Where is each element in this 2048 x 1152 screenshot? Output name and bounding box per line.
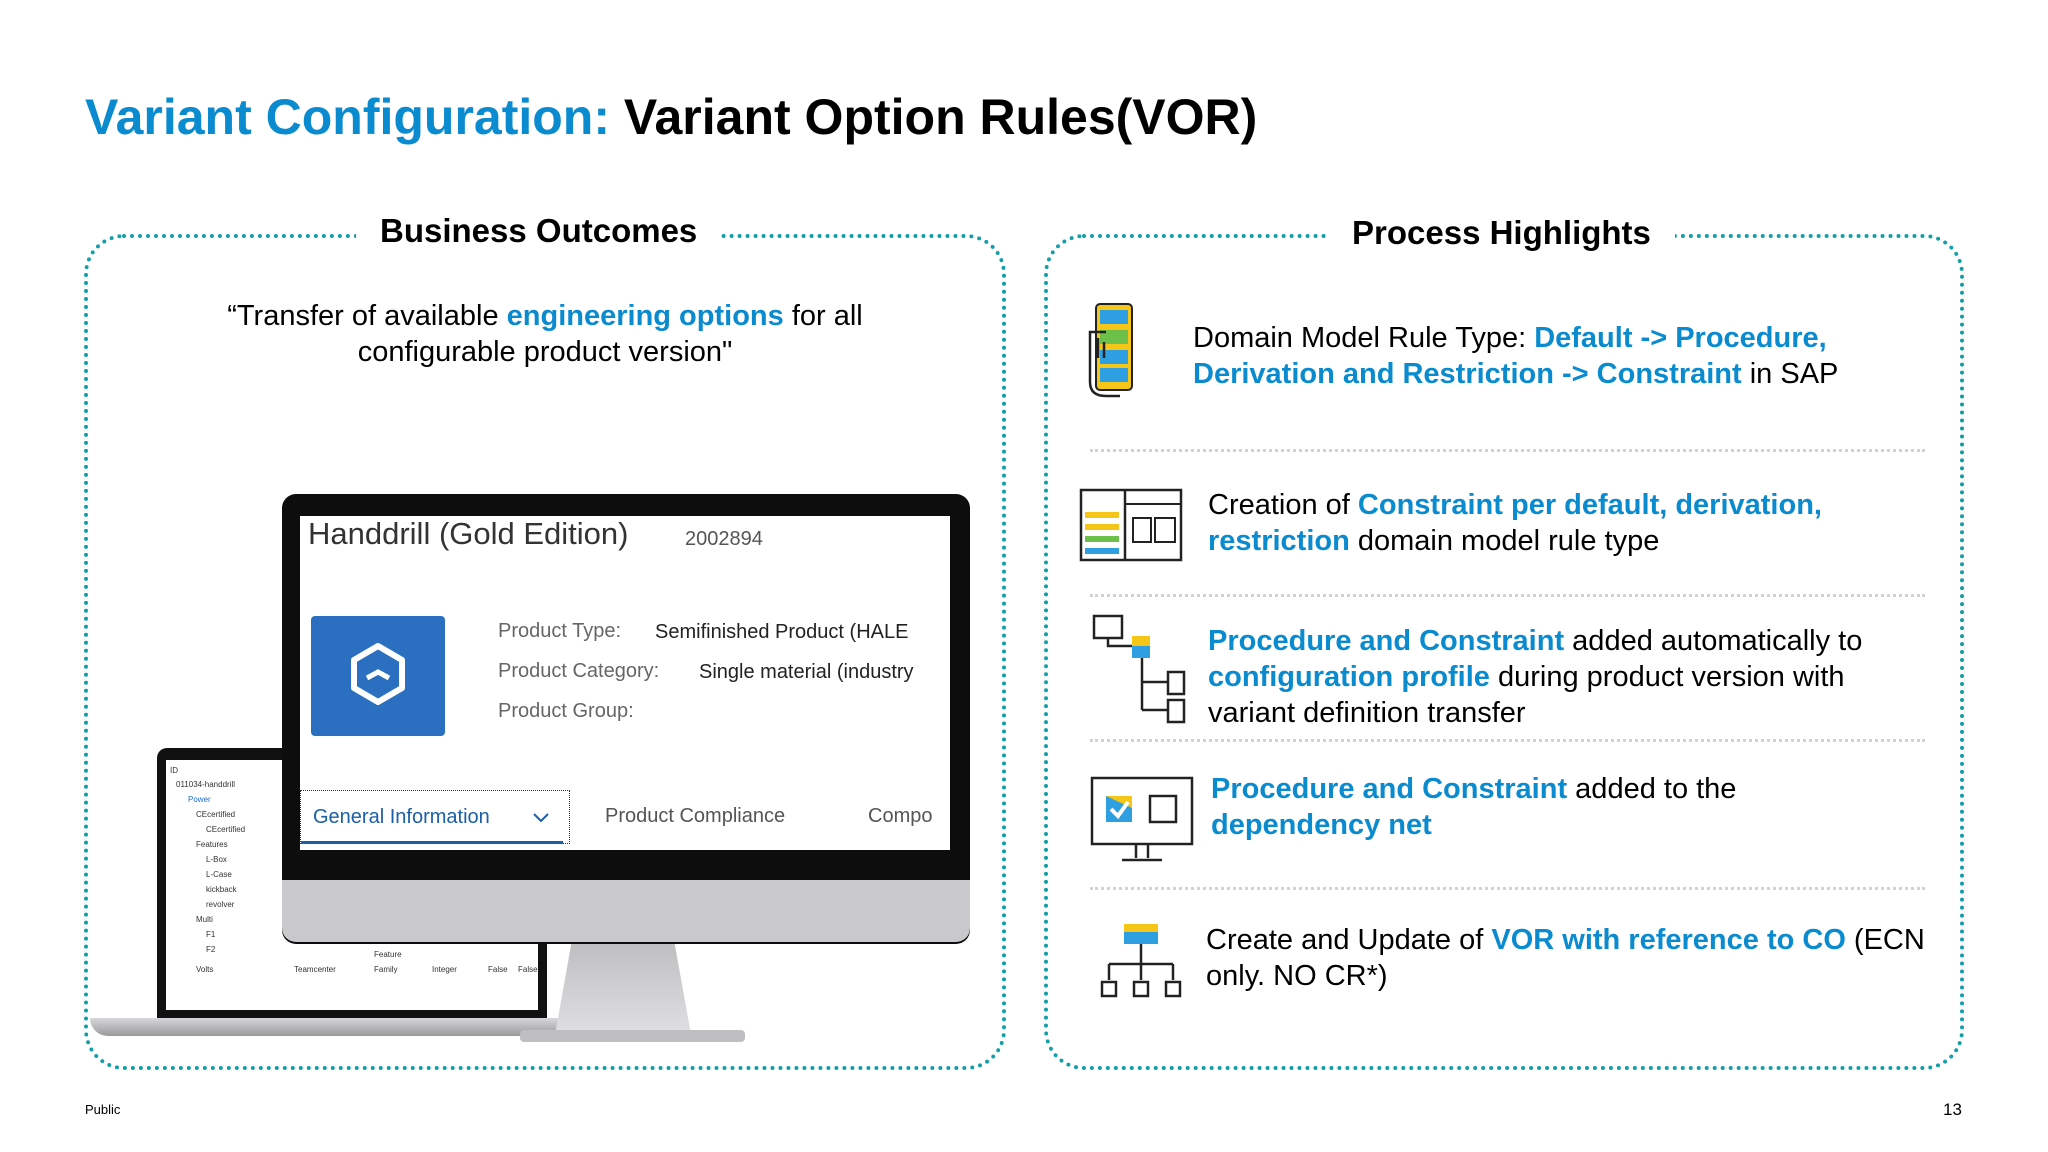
constraint-window-icon (1079, 488, 1183, 562)
tree-row[interactable]: CEcertified (206, 825, 246, 834)
page-number: 13 (1943, 1100, 1962, 1119)
checklist-touch-icon (1088, 303, 1133, 398)
field-label-product-group: Product Group: (498, 700, 634, 722)
slide-title: Variant Configuration: Variant Option Ru… (85, 88, 1257, 146)
tree-row[interactable]: 011034-handdrill (176, 780, 236, 789)
tree-cell: False (518, 965, 538, 974)
highlight-item-4: Procedure and Constraint added to the de… (1211, 773, 1737, 841)
hierarchy-icon (1100, 924, 1182, 998)
tab-product-compliance[interactable]: Product Compliance (605, 805, 786, 827)
separator (1090, 739, 1925, 742)
highlight-item-2: Creation of Constraint per default, deri… (1208, 489, 1822, 557)
business-outcomes-heading: Business Outcomes (356, 212, 722, 250)
title-main: Variant Option Rules(VOR) (623, 89, 1258, 145)
tree-row[interactable]: Features (196, 840, 228, 849)
outcome-quote: “Transfer of available engineering optio… (227, 300, 863, 368)
monitor-checkbox-icon (1090, 776, 1194, 862)
product-number: 2002894 (685, 528, 763, 550)
cube-icon (351, 643, 405, 705)
tab-components[interactable]: Compo (868, 805, 933, 827)
tree-row[interactable]: revolver (206, 900, 235, 909)
document-tree-icon (1092, 614, 1186, 724)
tree-cell: Teamcenter (294, 965, 336, 974)
quote-highlight: engineering options (506, 300, 784, 332)
tree-row[interactable]: L-Box (206, 855, 227, 864)
tree-header: ID (170, 766, 178, 775)
chevron-down-icon (533, 813, 549, 823)
title-prefix: Variant Configuration: (85, 89, 610, 145)
tab-underline (301, 841, 563, 844)
highlight-item-5: Create and Update of VOR with reference … (1206, 924, 1925, 992)
monitor-stand-base (520, 1030, 745, 1042)
separator (1090, 594, 1925, 597)
highlight-item-3: Procedure and Constraint added automatic… (1208, 625, 1863, 729)
field-value-product-category: Single material (industry (699, 661, 914, 683)
tree-cell: Family (374, 965, 398, 974)
separator (1090, 887, 1925, 890)
field-label-product-category: Product Category: (498, 660, 660, 682)
tree-row[interactable]: F1 (206, 930, 216, 939)
tree-row[interactable]: L-Case (206, 870, 232, 879)
product-name: Handdrill (Gold Edition) (308, 516, 629, 551)
product-screen: Handdrill (Gold Edition) 2002894 Product… (300, 516, 950, 850)
tree-row[interactable]: Power (188, 795, 211, 804)
laptop-base (90, 1018, 580, 1036)
separator (1090, 449, 1925, 452)
process-highlights-heading: Process Highlights (1328, 214, 1675, 252)
tree-cell: False (488, 965, 508, 974)
monitor-stand (554, 940, 692, 1040)
tree-row[interactable]: F2 (206, 945, 216, 954)
product-tile (311, 616, 445, 736)
tree-cell: Feature (374, 950, 402, 959)
tree-row[interactable]: CEcertified (196, 810, 236, 819)
monitor-chin (282, 880, 970, 942)
tab-general-information[interactable]: General Information (300, 790, 570, 844)
tree-row[interactable]: Volts (196, 965, 214, 974)
tree-row[interactable]: kickback (206, 885, 237, 894)
classification-label: Public (85, 1102, 121, 1117)
field-label-product-type: Product Type: (498, 620, 622, 642)
tree-row[interactable]: Multi (196, 915, 213, 924)
tree-cell: Integer (432, 965, 457, 974)
highlight-item-1: Domain Model Rule Type: Default -> Proce… (1193, 322, 1839, 390)
field-value-product-type: Semifinished Product (HALE (655, 621, 909, 643)
